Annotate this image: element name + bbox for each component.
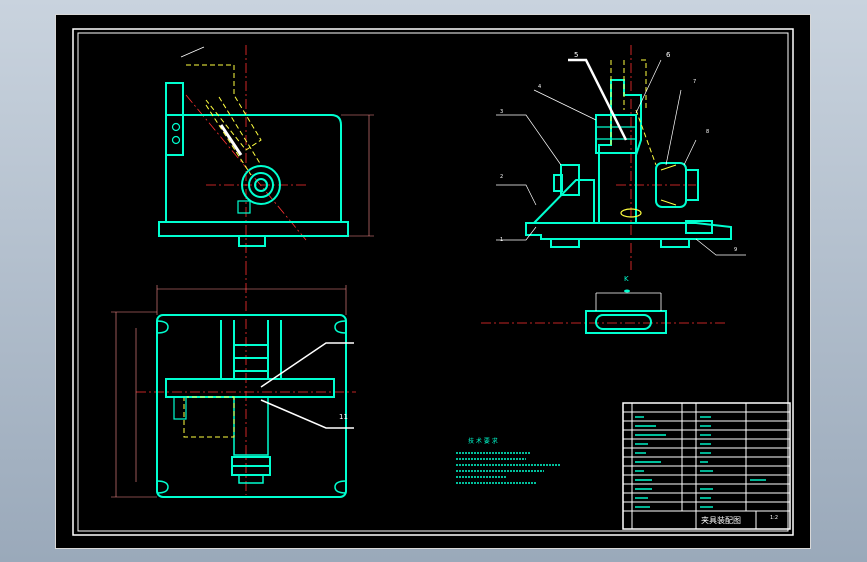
callout-5: 5 (574, 51, 578, 59)
callout-1: 1 (500, 237, 503, 243)
callout-3: 3 (500, 109, 503, 115)
callout-2: 2 (500, 174, 503, 180)
technical-requirements-title: 技 术 要 求 (468, 437, 498, 445)
drawing-scale: 1:2 (770, 515, 778, 521)
section-k-view (481, 289, 728, 334)
front-view (158, 45, 374, 265)
callout-6: 6 (666, 51, 671, 59)
side-view (496, 45, 746, 270)
outer-frame (72, 28, 794, 536)
callout-9: 9 (734, 247, 737, 253)
callout-11: 11 (339, 413, 348, 421)
assembly-drawing: 5 6 7 4 3 8 2 1 9 11 K 技 术 要 求 (72, 28, 794, 536)
section-label-k: K (624, 275, 629, 283)
inner-frame (77, 32, 789, 532)
top-view (111, 265, 356, 498)
parts-list-text (635, 416, 766, 508)
callout-7: 7 (693, 79, 696, 85)
callout-labels: 5 6 7 4 3 8 2 1 9 11 K (339, 51, 737, 421)
technical-requirements: 技 术 要 求 (456, 437, 561, 484)
drawing-title: 夹具装配图 (701, 515, 741, 525)
drawing-canvas: 5 6 7 4 3 8 2 1 9 11 K 技 术 要 求 (55, 14, 811, 549)
callout-8: 8 (706, 129, 709, 135)
parts-list (622, 402, 791, 530)
callout-4: 4 (538, 84, 541, 90)
